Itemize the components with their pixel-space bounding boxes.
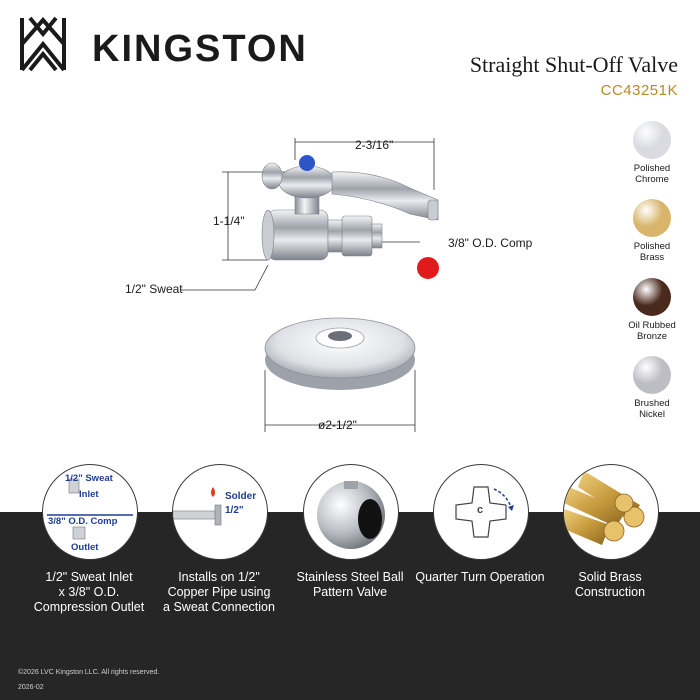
quarter-turn-icon: c (433, 464, 529, 560)
finish-swatch-oil-rubbed-bronze[interactable] (633, 278, 671, 316)
brass-bars-icon (563, 464, 659, 560)
dimension-flange: ø2-1/2" (318, 418, 357, 432)
copyright-text: ©2026 LVC Kingston LLC. All rights reser… (18, 669, 160, 676)
valve-illustration (180, 138, 439, 432)
solder-pipe-icon: Solder 1/2" (172, 464, 268, 560)
kingston-logo-icon (20, 16, 66, 72)
brand-name: KINGSTON (92, 28, 308, 70)
date-code: 2026-02 (18, 684, 44, 691)
inlet-outlet-diagram-icon: 1/2" Sweat Inlet 3/8" O.D. Comp Outlet (42, 464, 138, 560)
finish-swatch-brushed-nickel[interactable] (633, 356, 671, 394)
product-code: CC43251K (600, 82, 678, 99)
finish-swatch-polished-brass[interactable] (633, 199, 671, 237)
product-title: Straight Shut-Off Valve (469, 52, 678, 77)
finish-swatch-polished-chrome[interactable] (633, 121, 671, 159)
dimension-outlet: 3/8" O.D. Comp (448, 236, 533, 250)
feature-text-quarter-turn: Quarter Turn Operation (415, 570, 545, 584)
steel-ball-icon (303, 464, 399, 560)
dimension-height: 1-1/4" (213, 214, 245, 228)
dimension-inlet: 1/2" Sweat (125, 282, 183, 296)
dimension-width: 2-3/16" (355, 138, 394, 152)
